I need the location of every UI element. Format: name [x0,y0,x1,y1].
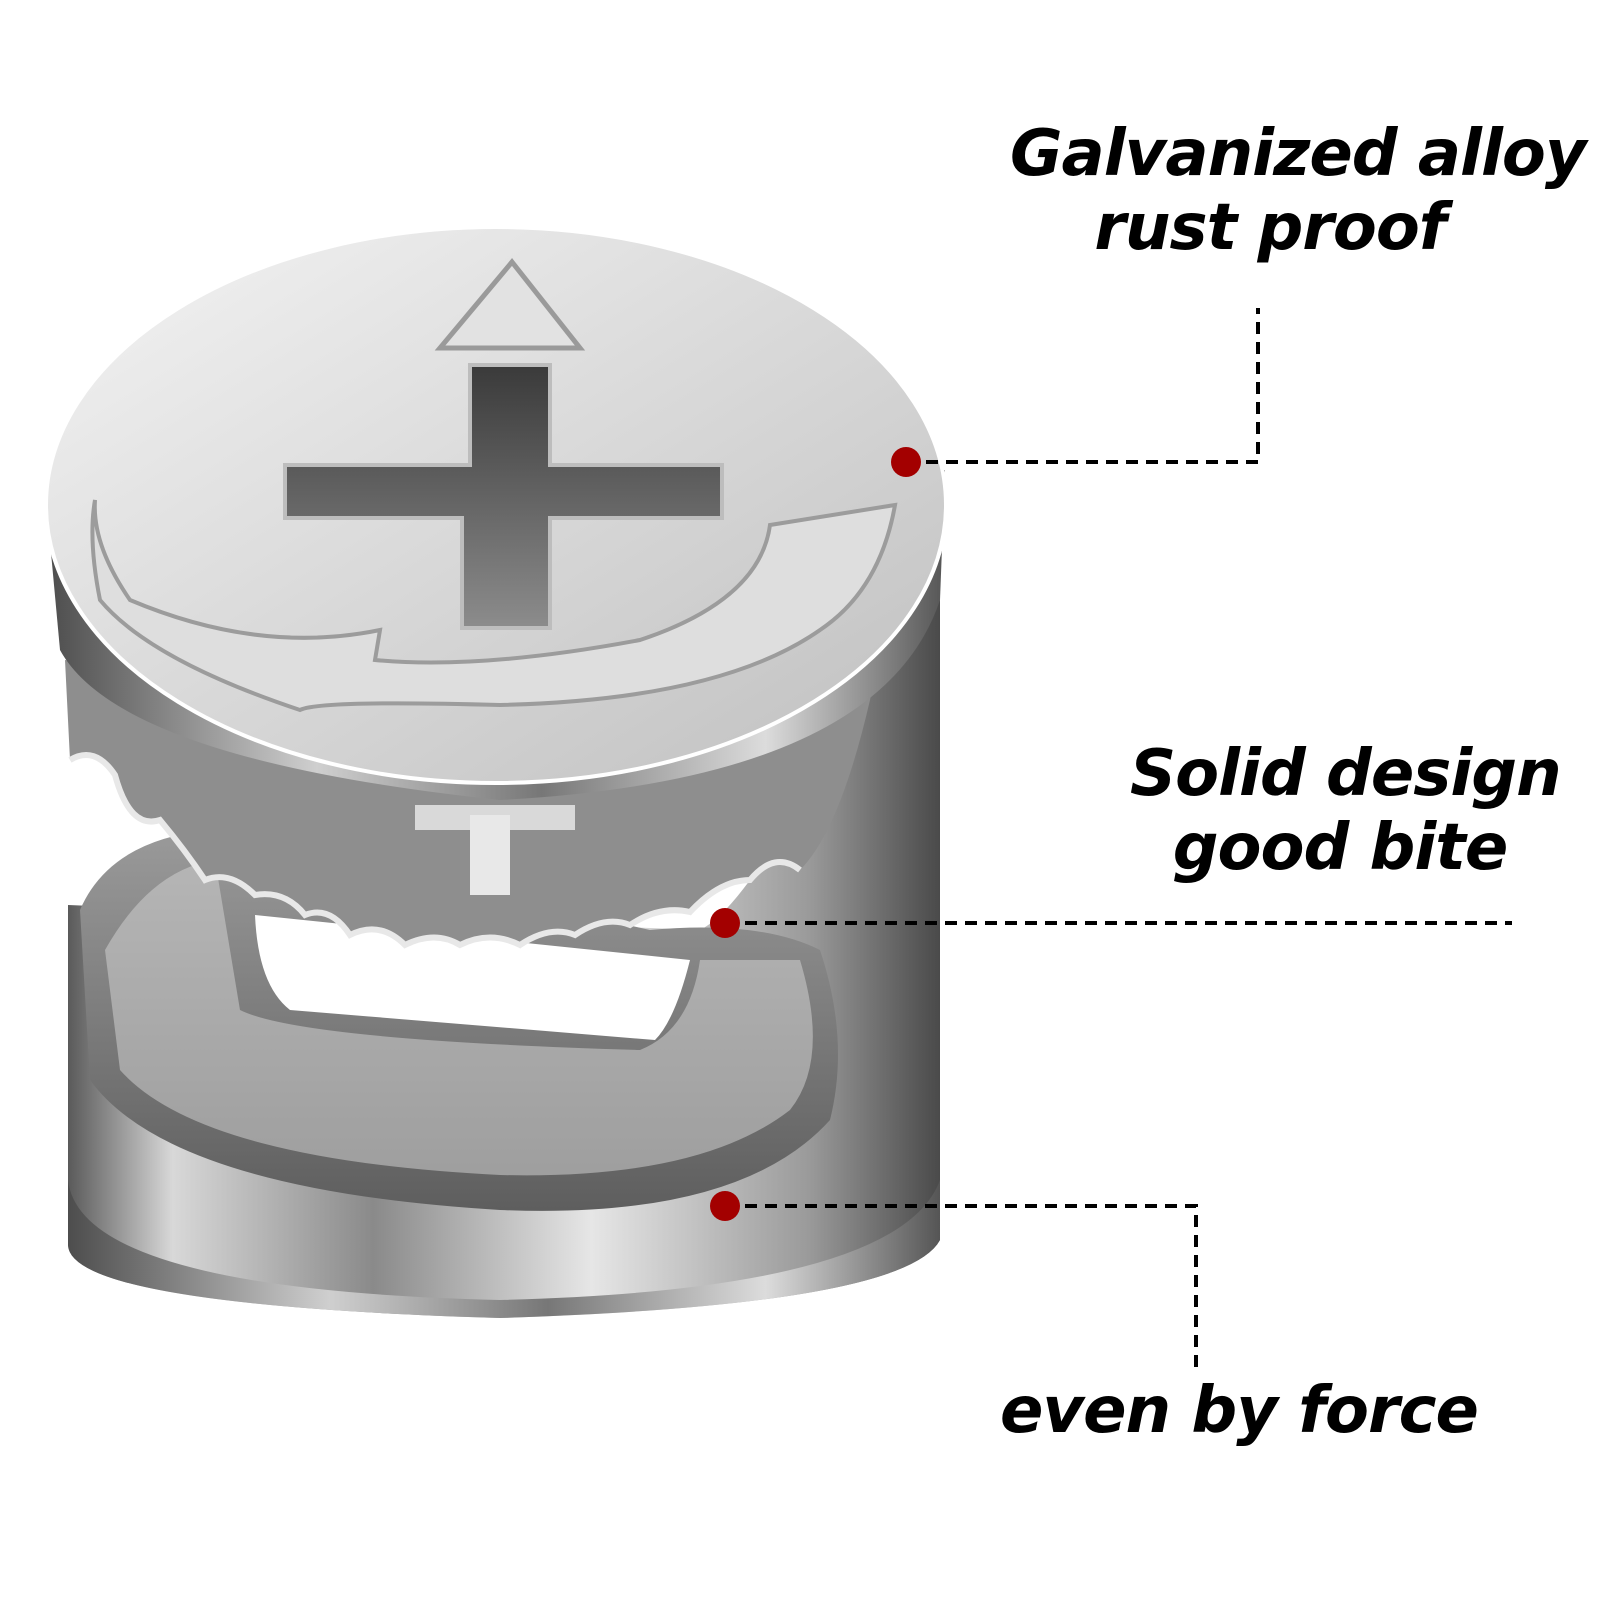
marker-dot-3 [710,1191,740,1221]
lower-body [68,600,940,1318]
top-face [44,225,948,785]
callout-rust-proof: Galvanized alloy rust proof [1010,117,1587,265]
callout-line: Galvanized alloy [1010,117,1587,191]
callout-even-by-force: even by force [1000,1374,1479,1449]
arrow-icon [434,258,586,351]
callout-line: good bite [1172,810,1509,885]
phillips-cross-icon [283,363,724,630]
callout-line: rust proof [1094,190,1446,265]
marker-dot-2 [710,908,740,938]
alignment-groove [90,499,898,713]
callout-solid-design: Solid design good bite [1130,737,1562,885]
marker-dot-1 [891,447,921,477]
leader-line-1 [906,308,1260,464]
callout-line: Solid design [1130,737,1562,811]
callout-leaders [725,308,1512,1372]
callout-markers [710,447,921,1221]
callout-line: even by force [1000,1374,1479,1448]
leader-line-3 [725,1204,1198,1372]
